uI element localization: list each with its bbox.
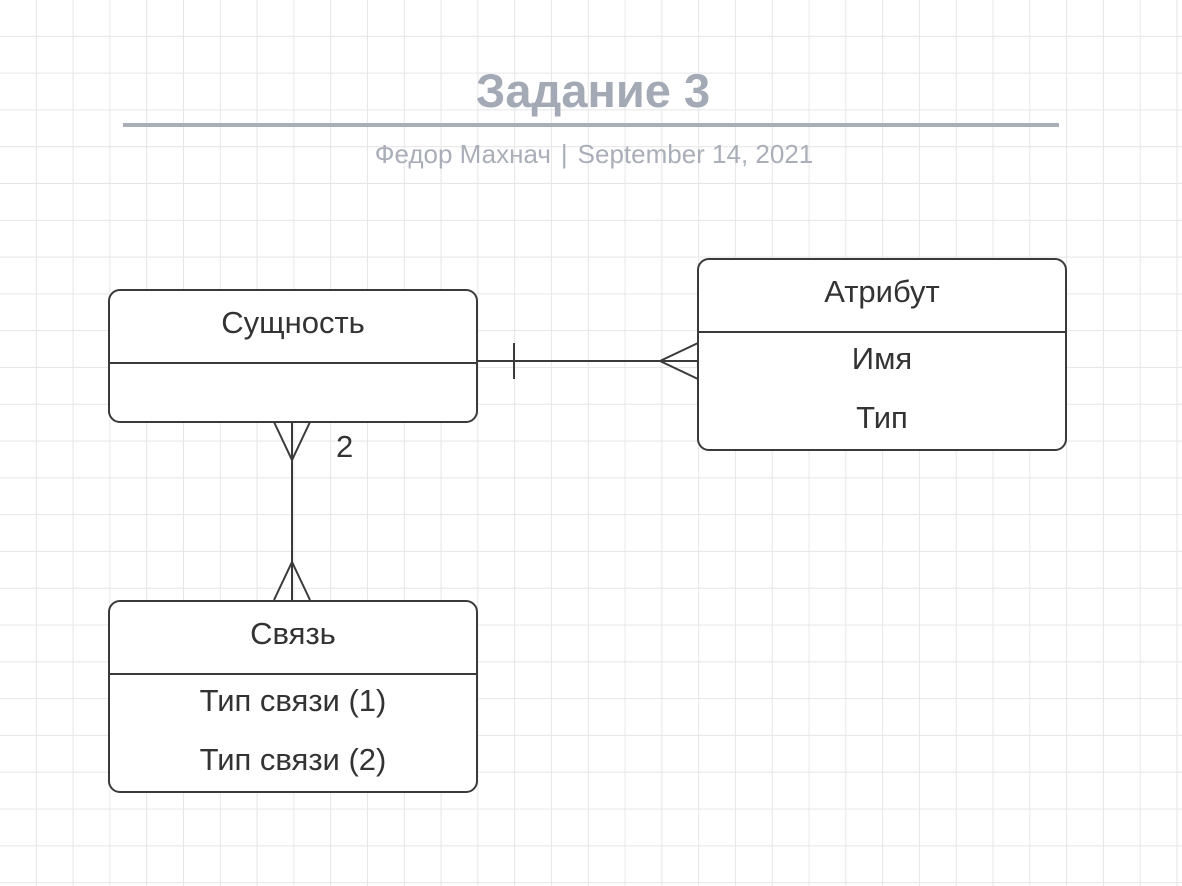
entity-box-suschnost[interactable]: Сущность: [108, 289, 478, 423]
entity-field-tip: Тип: [856, 400, 908, 435]
diagram-subtitle: Федор Махнач | September 14, 2021: [0, 138, 1182, 170]
entity-field-tip-svyazi-2: Тип связи (2): [199, 742, 387, 777]
crowfoot-attribute-side: [657, 342, 699, 380]
entity-name: Атрибут: [699, 260, 1065, 333]
entity-field-tip-svyazi-1: Тип связи (1): [199, 683, 387, 718]
entity-box-svyaz[interactable]: Связь Тип связи (1) Тип связи (2): [108, 600, 478, 793]
diagram-date: September 14, 2021: [577, 139, 814, 169]
subtitle-separator: |: [560, 139, 568, 169]
crowfoot-entity-side: [273, 421, 311, 463]
title-underline: [123, 123, 1059, 127]
relationship-cardinality-label: 2: [336, 429, 354, 464]
entity-name: Связь: [110, 602, 476, 675]
diagram-title: Задание 3: [475, 64, 711, 117]
crowfoot-relation-side: [273, 559, 311, 601]
entity-box-atribut[interactable]: Атрибут Имя Тип: [697, 258, 1067, 451]
entity-name: Сущность: [110, 291, 476, 364]
author-name: Федор Махнач: [374, 139, 551, 169]
entity-field-imya: Имя: [851, 341, 913, 376]
